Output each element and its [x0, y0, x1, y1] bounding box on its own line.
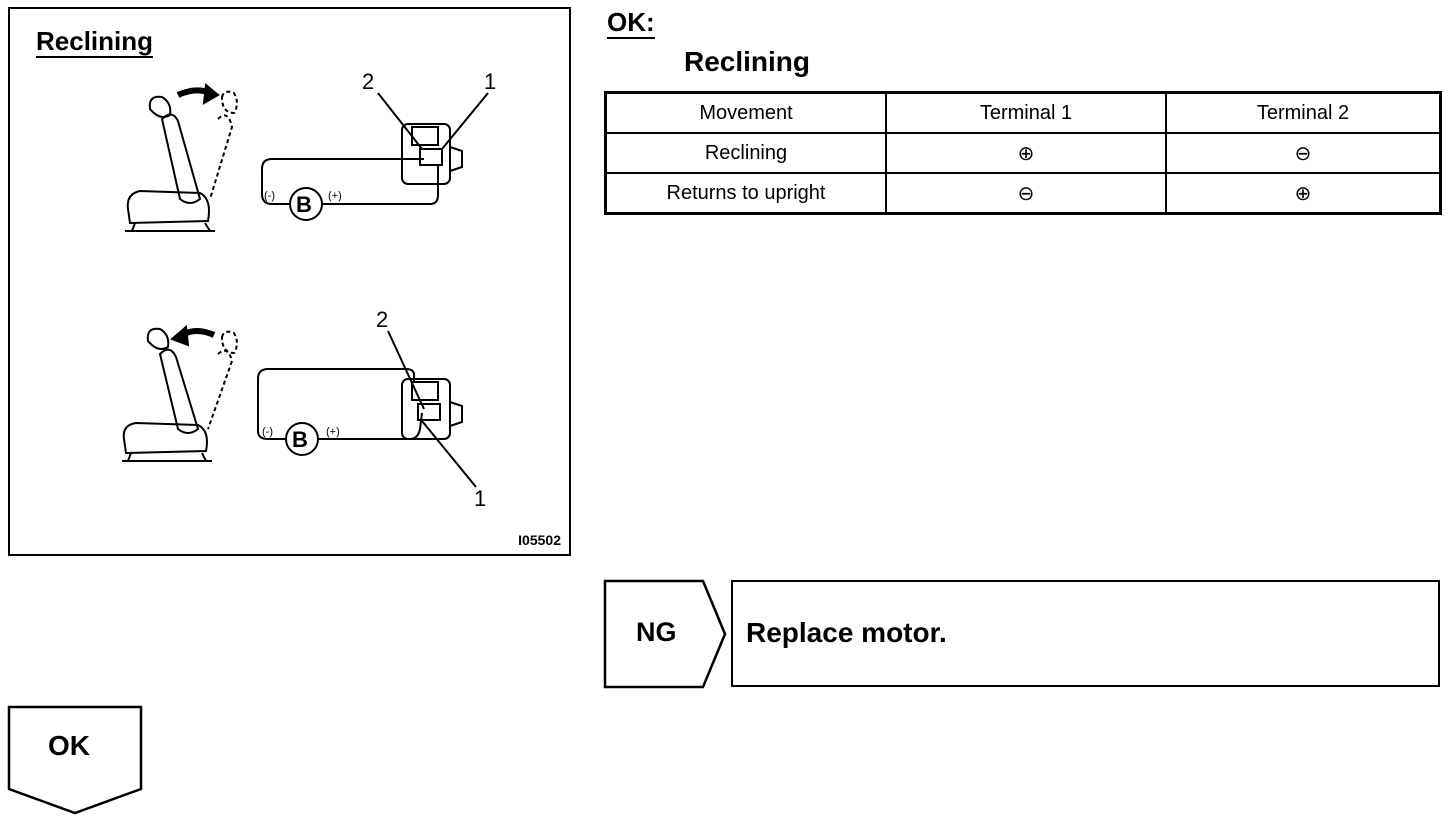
battery-label-bottom: B	[292, 427, 308, 452]
table-title: Reclining	[684, 46, 811, 77]
cell-terminal-2: ⊕	[1165, 172, 1442, 215]
cell-movement: Returns to upright	[604, 172, 887, 215]
header-terminal-2: Terminal 2	[1165, 91, 1442, 134]
terminal-1-label-bottom: 1	[474, 486, 486, 511]
cell-movement: Reclining	[604, 132, 887, 174]
ok-next-label: OK	[48, 730, 90, 761]
battery-label-top: B	[296, 192, 312, 217]
terminal-2-label-top: 2	[362, 69, 374, 94]
ng-action-text: Replace motor.	[746, 617, 947, 648]
header-terminal-1: Terminal 1	[885, 91, 1167, 134]
table-row: Reclining ⊕ ⊖	[604, 132, 1442, 174]
table-row: Returns to upright ⊖ ⊕	[604, 172, 1442, 215]
reclining-figure: 2 1 B (-) (+) 2 1 B (-) (+) Reclining I0…	[8, 7, 571, 556]
connector-top	[401, 123, 451, 185]
table-header-row: Movement Terminal 1 Terminal 2	[604, 91, 1442, 134]
seat-circuit-illustration: 2 1 B (-) (+) 2 1 B (-) (+)	[122, 69, 496, 511]
ng-arrow-shape	[603, 579, 727, 689]
terminal-1-label-top: 1	[484, 69, 496, 94]
positive-label-top: (+)	[328, 190, 342, 202]
cell-terminal-1: ⊕	[885, 132, 1167, 174]
figure-title: Reclining	[36, 26, 154, 58]
terminal-2-label-bottom: 2	[376, 307, 388, 332]
seatback-top	[160, 113, 202, 204]
negative-label-top: (-)	[264, 190, 275, 202]
positive-label-bottom: (+)	[326, 426, 340, 438]
ng-action-box	[731, 580, 1440, 687]
header-movement: Movement	[604, 91, 887, 134]
negative-label-bottom: (-)	[262, 426, 273, 438]
figure-code: I05502	[518, 532, 561, 548]
connector-bottom	[401, 378, 451, 440]
ng-label: NG	[636, 617, 677, 647]
ok-heading: OK:	[607, 7, 655, 39]
seatback-bottom	[158, 348, 200, 434]
ok-arrow-shape	[7, 705, 143, 815]
seat-cushion-top	[126, 189, 210, 225]
seat-cushion-bottom	[122, 421, 208, 455]
cell-terminal-2: ⊖	[1165, 132, 1442, 174]
battery-top	[289, 187, 323, 221]
terminal-spec-table: Movement Terminal 1 Terminal 2 Reclining…	[604, 91, 1442, 215]
cell-terminal-1: ⊖	[885, 172, 1167, 215]
battery-bottom	[285, 422, 319, 456]
